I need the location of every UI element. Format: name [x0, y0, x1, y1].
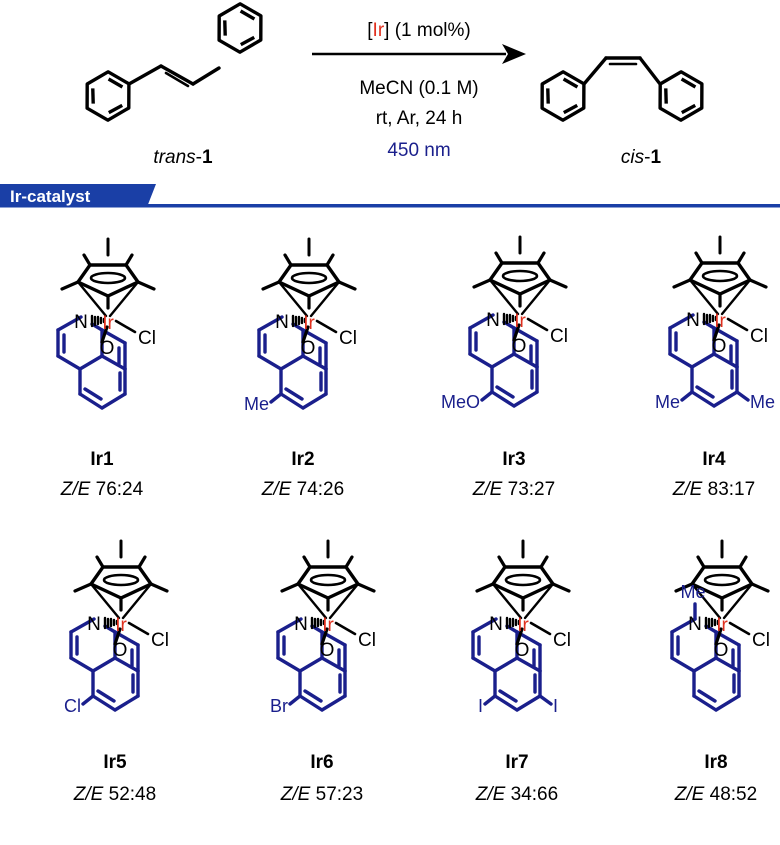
oxygen-atom-label: O	[515, 640, 530, 661]
catalyst-id-ir3: Ir3	[502, 449, 525, 470]
iridium-atom-label: Ir	[517, 615, 529, 636]
iridium-atom-label: Ir	[303, 313, 315, 334]
quinolinate-ligand	[56, 314, 137, 410]
condition-solvent: MeCN (0.1 M)	[359, 78, 478, 99]
catalyst-id-ir8: Ir8	[704, 752, 727, 773]
chlorine-atom-label: Cl	[358, 630, 376, 651]
nitrogen-atom-label: N	[87, 614, 101, 635]
chlorine-atom-label: Cl	[553, 630, 571, 651]
ratio-ir8: Z/E 48:52	[674, 784, 757, 805]
substituent-c7: I	[553, 696, 558, 716]
substituent-c5: Me	[244, 394, 269, 414]
section-header-label: Ir-catalyst	[10, 187, 91, 206]
cis-stilbene-structure	[530, 56, 714, 128]
substituent-c5: Cl	[64, 696, 81, 716]
catalyst-loading-label: [Ir] (1 mol%)	[367, 20, 470, 41]
substituent-c7: Me	[750, 392, 775, 412]
oxygen-atom-label: O	[320, 640, 335, 661]
chlorine-atom-label: Cl	[151, 630, 169, 651]
substituent-c2: Me	[680, 582, 705, 602]
nitrogen-atom-label: N	[489, 614, 503, 635]
product-label: cis-1	[621, 147, 662, 168]
catalyst-id-ir6: Ir6	[310, 752, 333, 773]
cp-star-ring	[472, 235, 568, 316]
oxygen-atom-label: O	[714, 640, 729, 661]
iridium-atom-label: Ir	[102, 313, 114, 334]
ratio-ir6: Z/E 57:23	[280, 784, 363, 805]
nitrogen-atom-label: N	[275, 312, 289, 333]
catalyst-id-ir5: Ir5	[103, 752, 127, 773]
condition-light-wavelength: 450 nm	[387, 140, 450, 161]
quinolinate-ligand	[69, 616, 150, 712]
oxygen-atom-label: O	[712, 336, 727, 357]
reaction-arrow	[312, 44, 526, 64]
substituent-c5: MeO	[441, 392, 480, 412]
section-header: Ir-catalyst	[0, 184, 780, 208]
ratio-ir1: Z/E 76:24	[60, 479, 144, 500]
catalyst-structure-ir8: Ir NO Cl Me	[670, 539, 770, 712]
nitrogen-atom-label: N	[686, 310, 700, 331]
chlorine-atom-label: Cl	[550, 326, 568, 347]
cp-star-ring	[73, 539, 169, 620]
catalyst-id-ir7: Ir7	[505, 752, 528, 773]
cp-star-ring	[261, 237, 357, 318]
chlorine-atom-label: Cl	[138, 328, 156, 349]
oxygen-atom-label: O	[100, 338, 115, 359]
substituent-c5: I	[478, 696, 483, 716]
ratio-ir5: Z/E 52:48	[73, 784, 156, 805]
ratio-ir3: Z/E 73:27	[472, 479, 555, 500]
substituent-c5: Br	[270, 696, 288, 716]
catalyst-structure-ir7: Ir NO ClI I	[471, 539, 571, 716]
catalyst-id-ir1: Ir1	[90, 449, 114, 470]
oxygen-atom-label: O	[301, 338, 316, 359]
iridium-atom-label: Ir	[714, 311, 726, 332]
ratio-ir2: Z/E 74:26	[261, 479, 344, 500]
cp-star-ring	[672, 235, 768, 316]
catalyst-structure-ir1: Ir NO Cl	[56, 237, 156, 410]
catalyst-id-ir4: Ir4	[702, 449, 726, 470]
nitrogen-atom-label: N	[294, 614, 308, 635]
nitrogen-atom-label: N	[688, 614, 702, 635]
cp-star-ring	[674, 539, 770, 620]
oxygen-atom-label: O	[512, 336, 527, 357]
cp-star-ring	[475, 539, 571, 620]
iridium-atom-label: Ir	[322, 615, 334, 636]
trans-stilbene-structure	[75, 0, 273, 128]
quinolinate-ligand	[257, 314, 338, 410]
chlorine-atom-label: Cl	[750, 326, 768, 347]
quinolinate-ligand	[468, 312, 549, 408]
ratio-ir7: Z/E 34:66	[475, 784, 558, 805]
iridium-atom-label: Ir	[514, 311, 526, 332]
oxygen-atom-label: O	[113, 640, 128, 661]
condition-temperature-time: rt, Ar, 24 h	[376, 108, 463, 129]
chlorine-atom-label: Cl	[752, 630, 770, 651]
nitrogen-atom-label: N	[486, 310, 500, 331]
quinolinate-ligand	[276, 616, 357, 712]
substituent-c5: Me	[655, 392, 680, 412]
iridium-atom-label: Ir	[716, 615, 728, 636]
cp-star-ring	[280, 539, 376, 620]
catalyst-id-ir2: Ir2	[291, 449, 314, 470]
cp-star-ring	[60, 237, 156, 318]
ratio-ir4: Z/E 83:17	[672, 479, 755, 500]
reactant-label: trans-1	[153, 147, 213, 168]
quinolinate-ligand	[670, 616, 751, 712]
iridium-atom-label: Ir	[115, 615, 127, 636]
chlorine-atom-label: Cl	[339, 328, 357, 349]
nitrogen-atom-label: N	[74, 312, 88, 333]
